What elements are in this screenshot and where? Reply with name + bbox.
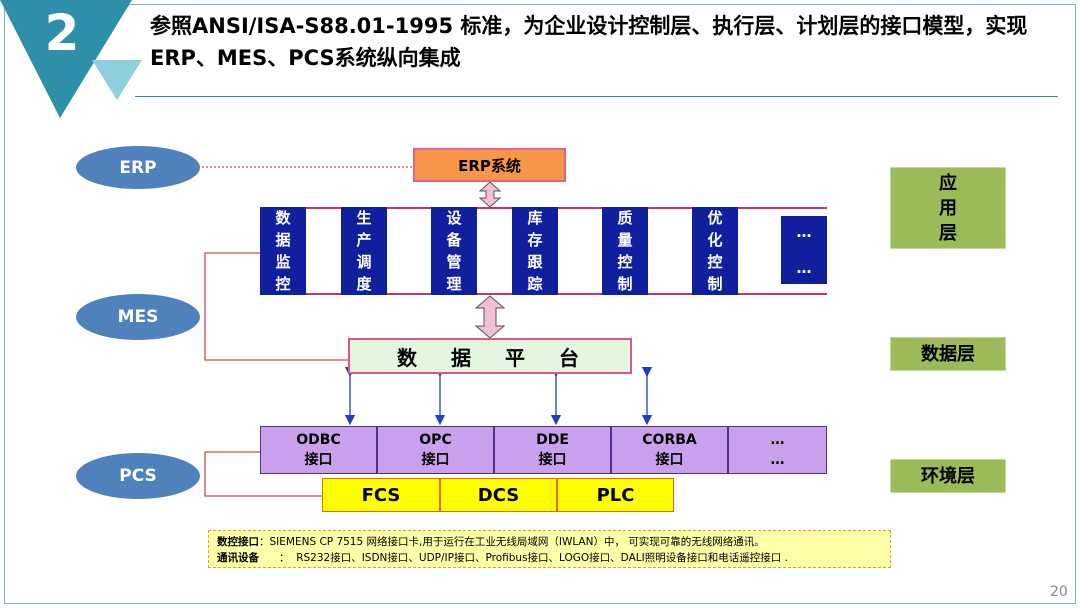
- field-system-dcs: DCS: [440, 478, 557, 512]
- section-number: 2: [44, 4, 80, 62]
- mes-module-data-monitoring: 数据监控: [260, 207, 306, 295]
- mes-module-more: ……: [781, 216, 827, 284]
- environment-layer-label: 环境层: [890, 459, 1006, 493]
- mes-module-optimization-control: 优化控制: [692, 207, 738, 295]
- mes-module-inventory-tracking: 库存跟踪: [512, 207, 558, 295]
- mes-platform-double-arrow: [474, 295, 506, 339]
- data-platform-box: 数据平台: [348, 338, 632, 374]
- erp-level-ellipse: ERP: [76, 146, 200, 189]
- slide-frame: [4, 4, 1076, 604]
- application-layer-label: 应用层: [890, 167, 1006, 249]
- badge-triangle: [0, 0, 132, 118]
- field-system-fcs: FCS: [322, 478, 440, 512]
- interface-more: ……: [728, 426, 827, 474]
- slide-title: 参照ANSI/ISA-S88.01-1995 标准，为企业设计控制层、执行层、计…: [150, 14, 1028, 70]
- mes-module-equipment-management: 设备管理: [431, 207, 477, 295]
- pcs-bracket: [204, 451, 322, 497]
- title-underline: [135, 96, 1058, 97]
- note-line-cnc-interface: 数控接口：SIEMENS CP 7515 网络接口卡,用于运行在工业无线局域网（…: [217, 536, 765, 548]
- note-line-communication-devices: 通讯设备 ： RS232接口、ISDN接口、UDP/IP接口、Profibus接…: [217, 552, 788, 564]
- pcs-level-ellipse: PCS: [76, 453, 200, 499]
- mes-bracket: [204, 252, 348, 361]
- field-system-plc: PLC: [557, 478, 674, 512]
- mes-level-ellipse: MES: [76, 294, 200, 340]
- mes-module-production-scheduling: 生产调度: [341, 207, 387, 295]
- erp-mes-double-arrow: [478, 181, 502, 208]
- data-layer-label: 数据层: [890, 337, 1006, 371]
- erp-system-box: ERP系统: [413, 148, 566, 182]
- notes-box: 数控接口：SIEMENS CP 7515 网络接口卡,用于运行在工业无线局域网（…: [208, 530, 891, 568]
- badge-small-triangle: [92, 60, 142, 100]
- mes-module-quality-control: 质量控制: [602, 207, 648, 295]
- page-number: 20: [1050, 584, 1068, 600]
- section-badge: [0, 0, 142, 118]
